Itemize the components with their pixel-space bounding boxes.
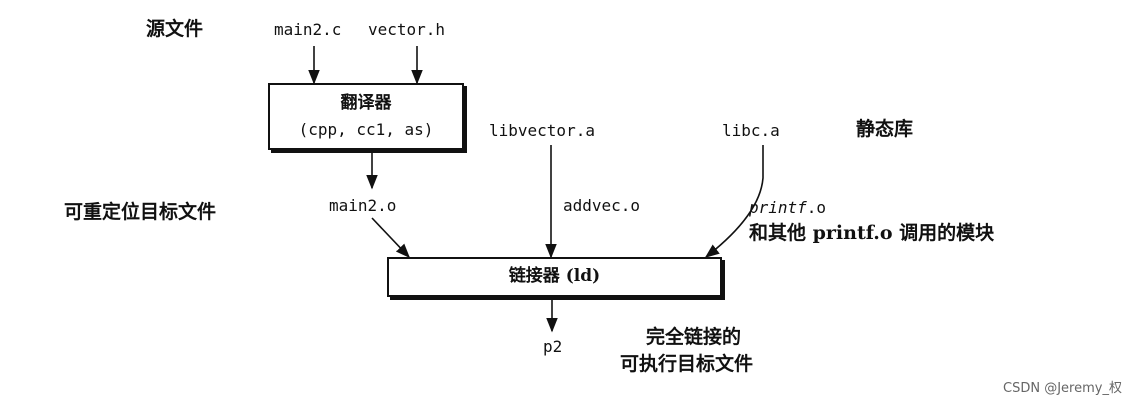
file-libc-a: libc.a: [722, 121, 780, 140]
fully-linked-label-line1: 完全链接的: [646, 326, 742, 348]
translator-box: 翻译器 (cpp, cc1, as): [268, 83, 464, 150]
printf-modules-label: 和其他 printf.o 调用的模块: [749, 222, 995, 244]
file-p2: p2: [543, 337, 563, 356]
file-libvector-a: libvector.a: [489, 121, 595, 140]
printf-o-ext: .o: [806, 198, 827, 217]
translator-tools: (cpp, cc1, as): [298, 120, 434, 139]
fully-linked-label-line2: 可执行目标文件: [620, 353, 754, 375]
linker-box: 链接器 (ld): [387, 257, 722, 297]
file-vector-h: vector.h: [368, 20, 446, 39]
static-libraries-label: 静态库: [856, 118, 914, 140]
translator-title: 翻译器: [340, 93, 392, 113]
linker-title: 链接器 (ld): [508, 266, 601, 286]
source-files-label: 源文件: [146, 18, 204, 40]
file-main2-c: main2.c: [274, 20, 342, 39]
file-addvec-o: addvec.o: [563, 196, 641, 215]
file-printf-o: printf.o: [749, 198, 826, 217]
printf-o-name: printf: [749, 198, 807, 217]
file-main2-o: main2.o: [329, 196, 397, 215]
csdn-watermark: CSDN @Jeremy_权: [1003, 381, 1122, 396]
relocatable-files-label: 可重定位目标文件: [64, 201, 217, 223]
arrow-main2o-to-linker: [371, 217, 410, 259]
